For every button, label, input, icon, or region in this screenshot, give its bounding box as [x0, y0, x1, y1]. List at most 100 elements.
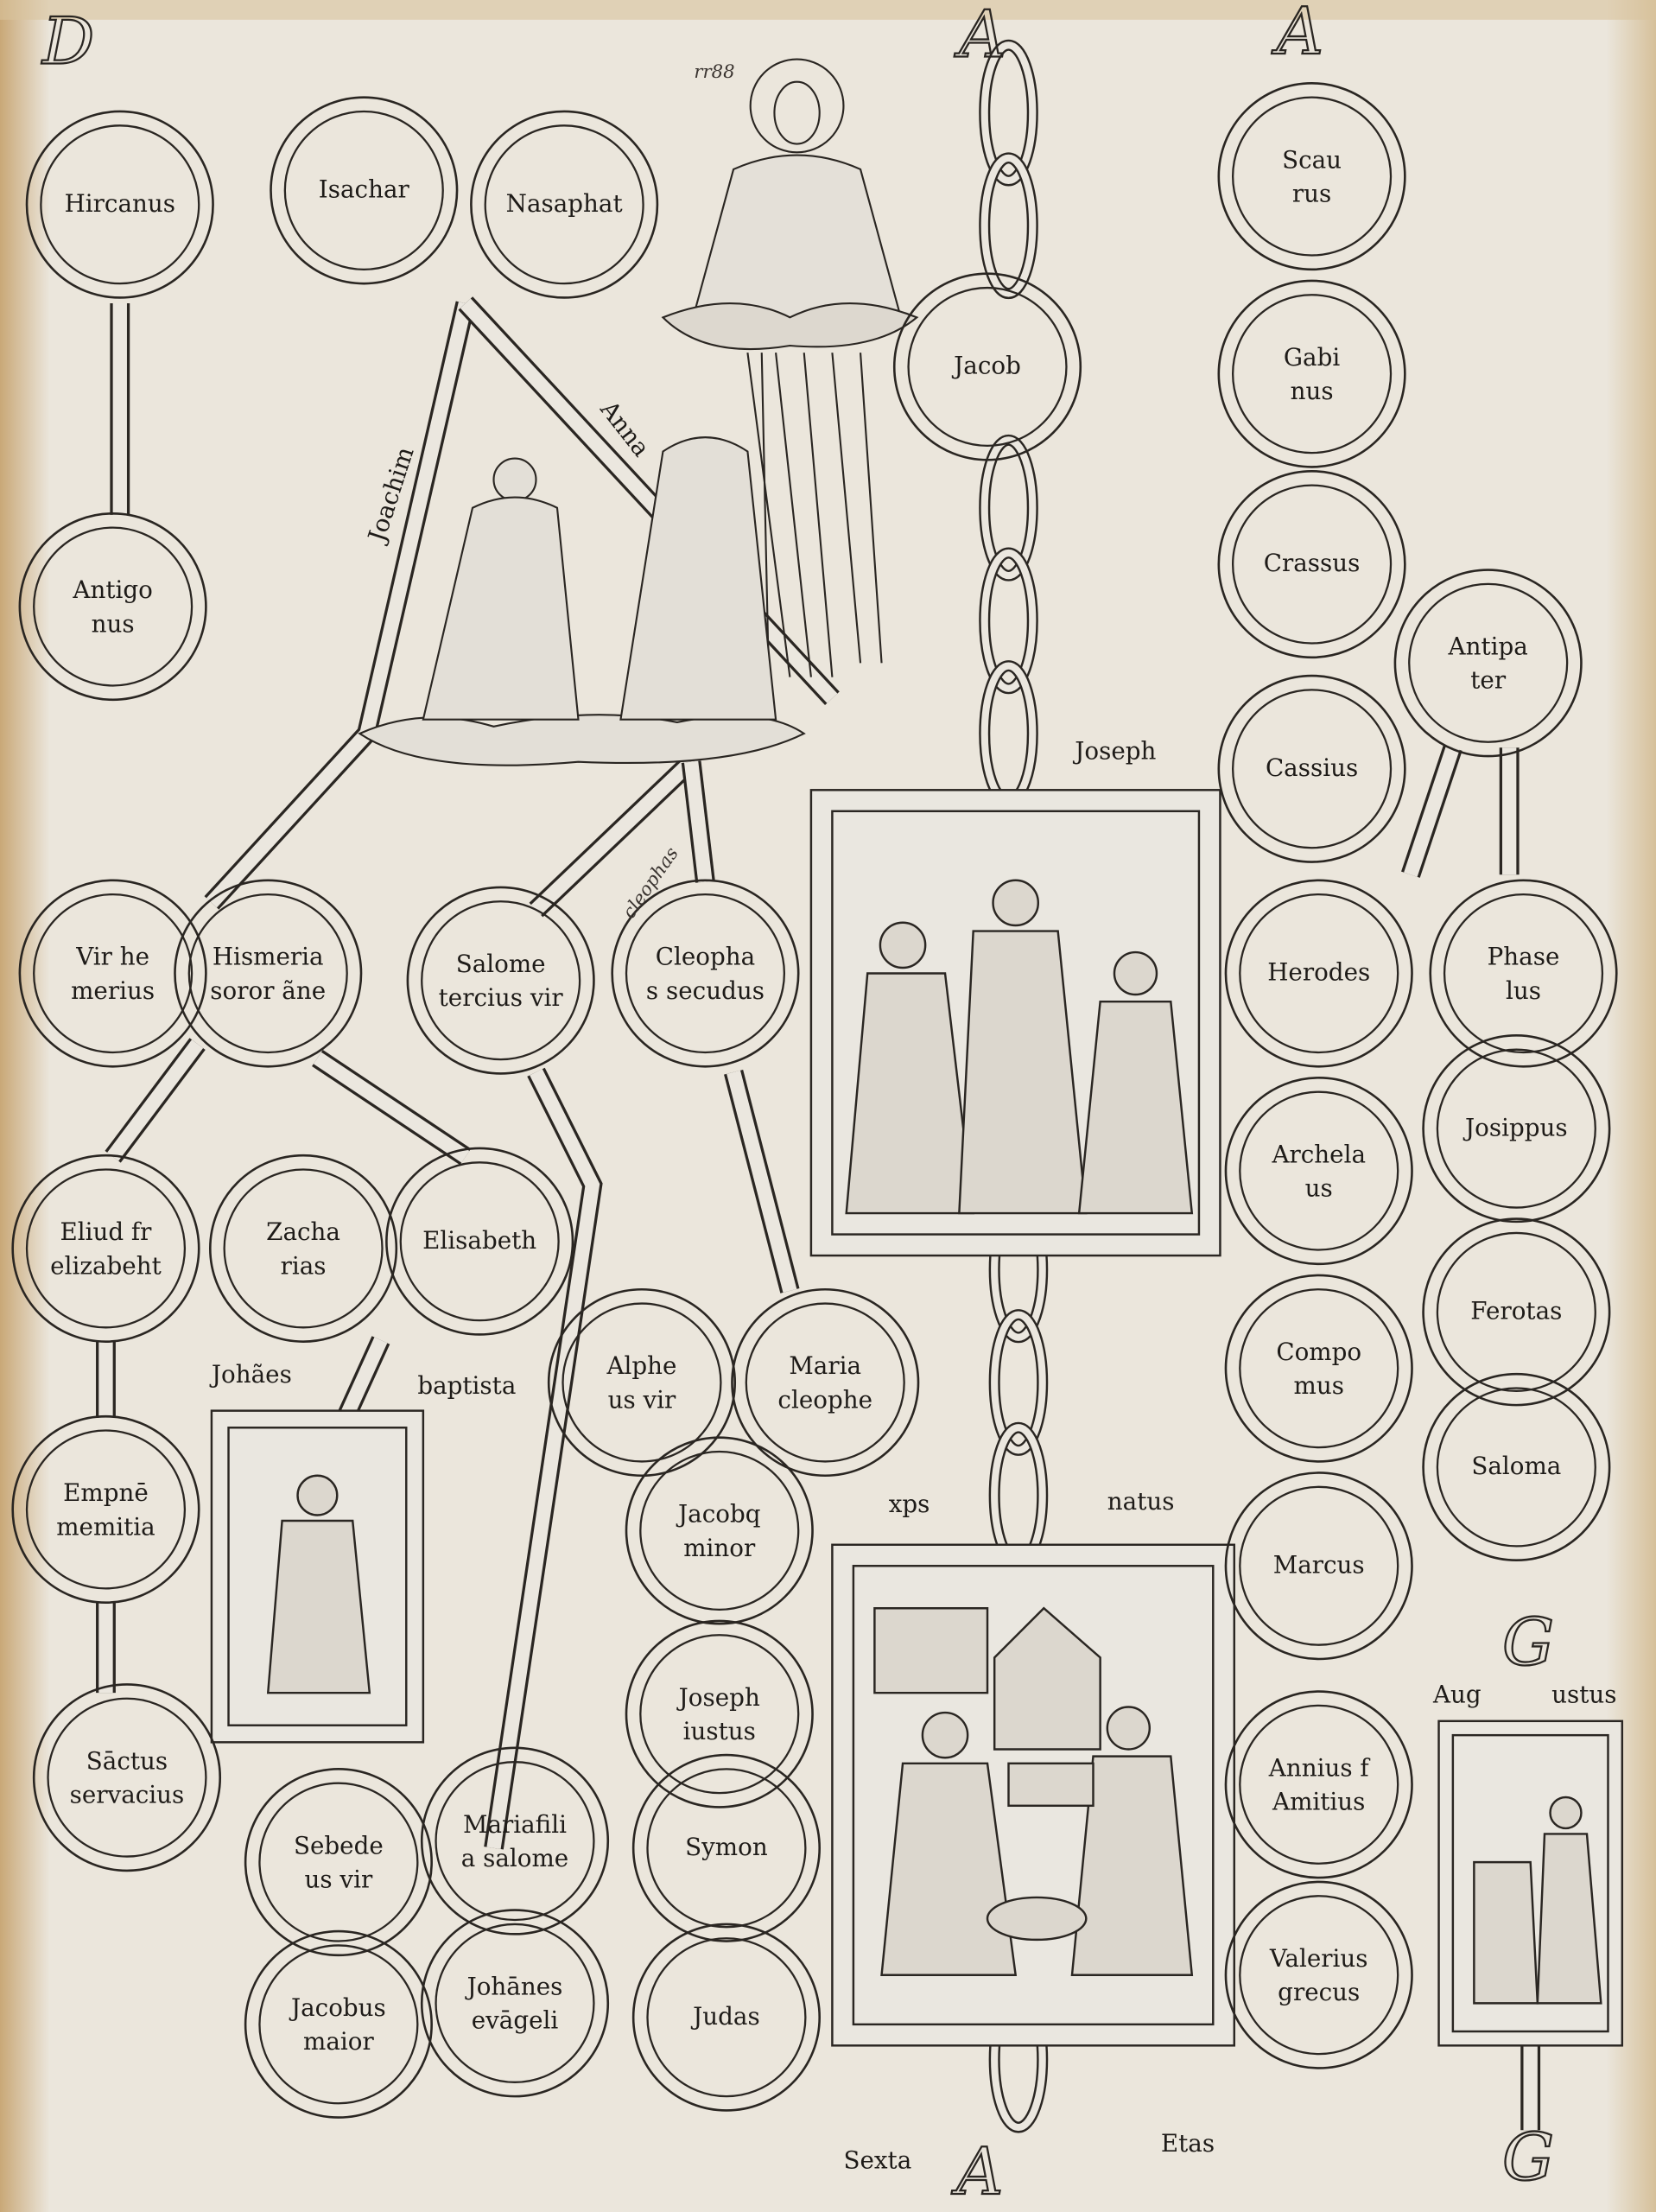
connector-bar-inner [460, 298, 838, 703]
node-ring [18, 512, 207, 702]
node-ring [470, 110, 659, 299]
person-name-line: tercius vir [439, 983, 564, 1012]
person-name-line: nus [1291, 377, 1334, 405]
person-name-line: Isachar [319, 175, 410, 204]
person-name-line: evāgeli [472, 2006, 559, 2035]
label-baptista: baptista [417, 1371, 516, 1400]
person-name-line: memitia [56, 1512, 155, 1541]
connector-bar-inner [1404, 745, 1460, 877]
label-augustus-b: ustus [1551, 1681, 1616, 1709]
node-ring [420, 1909, 610, 2098]
person-name-line: rus [1292, 179, 1331, 207]
node-ring [1217, 82, 1406, 271]
johannes-baptista-frame [210, 1409, 425, 1744]
connector-bar-inner [486, 1069, 600, 1849]
node-ring [611, 879, 800, 1068]
person-name-line: Sāctus [86, 1746, 168, 1775]
person-name-line: Crassus [1264, 549, 1361, 577]
node-ring [270, 96, 459, 285]
node-ring [11, 1154, 200, 1343]
node-ring [32, 1683, 222, 1872]
person-name-line: s secudus [646, 976, 765, 1005]
initial-top-right: A [1272, 0, 1323, 69]
initial-right-lower: G [1502, 2119, 1554, 2195]
person-name-line: Judas [690, 2002, 760, 2031]
person-name-line: minor [683, 1534, 756, 1562]
connector-bar-inner [339, 1337, 388, 1421]
person-name-line: Antipa [1448, 632, 1528, 661]
person-name-line: merius [71, 976, 155, 1005]
person-name-line: Vir he [75, 943, 149, 971]
node-ring [1231, 294, 1393, 454]
node-ring [1443, 893, 1604, 1054]
person-name-line: a salome [461, 1844, 568, 1872]
person-name-line: Hismeria [213, 943, 324, 971]
augustus-frame [1437, 1719, 1624, 2047]
node-ring [1422, 1217, 1611, 1407]
person-name-line: Amitius [1272, 1788, 1365, 1816]
label-natus: natus [1107, 1487, 1175, 1516]
node-ring [208, 1154, 398, 1343]
person-node: Elisabeth [385, 1147, 574, 1336]
person-node: Herodes [1224, 879, 1413, 1068]
label-joseph: Joseph [1072, 736, 1156, 765]
chain-link-inner [991, 1311, 1046, 1454]
person-name-line: us [1305, 1173, 1333, 1202]
person-node: Josippus [1422, 1034, 1611, 1224]
node-ring [18, 879, 207, 1068]
person-name-line: Symon [685, 1833, 768, 1861]
person-name-line: Valerius [1269, 1944, 1368, 1973]
person-name-line: Annius f [1268, 1754, 1371, 1783]
person-name-line: Zacha [266, 1217, 340, 1246]
node-ring [33, 526, 194, 687]
node-ring [1224, 1077, 1413, 1266]
node-ring [1231, 689, 1393, 849]
folio-note: rr88 [694, 61, 734, 83]
node-ring [625, 893, 786, 1054]
node-ring [244, 1768, 433, 1957]
person-node: Valerius grecus [1224, 1880, 1413, 2069]
node-ring [907, 286, 1068, 448]
person-name-line: Phase [1488, 943, 1560, 971]
node-ring [1224, 1880, 1413, 2069]
initial-right-upper: G [1502, 1605, 1554, 1681]
initial-top-left: D [41, 3, 94, 79]
chain-link-inner [980, 436, 1037, 580]
person-name-line: Alphe [606, 1351, 676, 1380]
initial-bottom-center: A [951, 2133, 1003, 2209]
node-ring [435, 1761, 595, 1922]
node-ring [1429, 879, 1618, 1068]
joachim-anna-illustration [358, 436, 806, 766]
person-name-line: Hircanus [65, 189, 175, 218]
person-node: Gabi nus [1217, 279, 1406, 468]
joseph-holy-family-frame [809, 789, 1221, 1257]
node-ring [745, 1302, 905, 1463]
person-name-line: Gabi [1284, 343, 1340, 372]
node-ring [244, 1929, 433, 2119]
node-ring [1239, 1288, 1399, 1449]
person-name-line: Eliud fr [60, 1217, 152, 1246]
node-ring [631, 1923, 822, 2112]
node-ring [25, 1168, 187, 1329]
person-name-line: Jacob [951, 352, 1021, 380]
person-name-line: grecus [1278, 1978, 1360, 2006]
node-ring [33, 893, 194, 1054]
node-ring [399, 1161, 560, 1322]
node-ring [1224, 1274, 1413, 1463]
person-node: Isachar [270, 96, 459, 285]
connector-bar-inner [313, 1052, 470, 1163]
person-name-line: maior [303, 2027, 374, 2056]
label-augustus-a: Aug [1432, 1681, 1482, 1709]
